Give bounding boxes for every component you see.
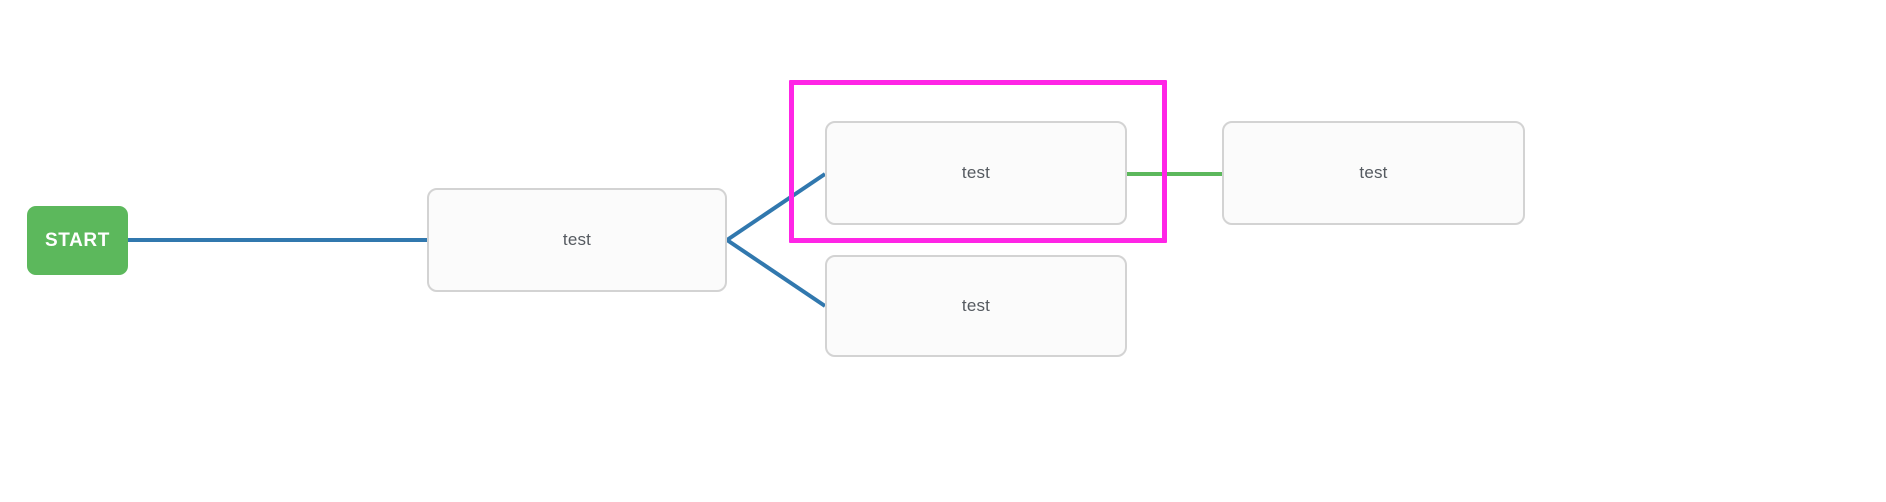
node-task-3[interactable]: test	[825, 255, 1127, 357]
edge-task1-to-task3[interactable]	[725, 238, 827, 308]
node-task-1[interactable]: test	[427, 188, 727, 292]
node-start-label: START	[45, 229, 110, 251]
node-task-2[interactable]: test	[825, 121, 1127, 225]
selection-marquee[interactable]	[789, 80, 1167, 243]
node-task-3-label: test	[961, 296, 991, 315]
node-task-2-label: test	[961, 163, 991, 182]
node-start[interactable]: START	[27, 206, 128, 275]
node-task-1-label: test	[562, 230, 592, 249]
node-task-4[interactable]: test	[1222, 121, 1525, 225]
node-task-4-label: test	[1359, 163, 1388, 182]
